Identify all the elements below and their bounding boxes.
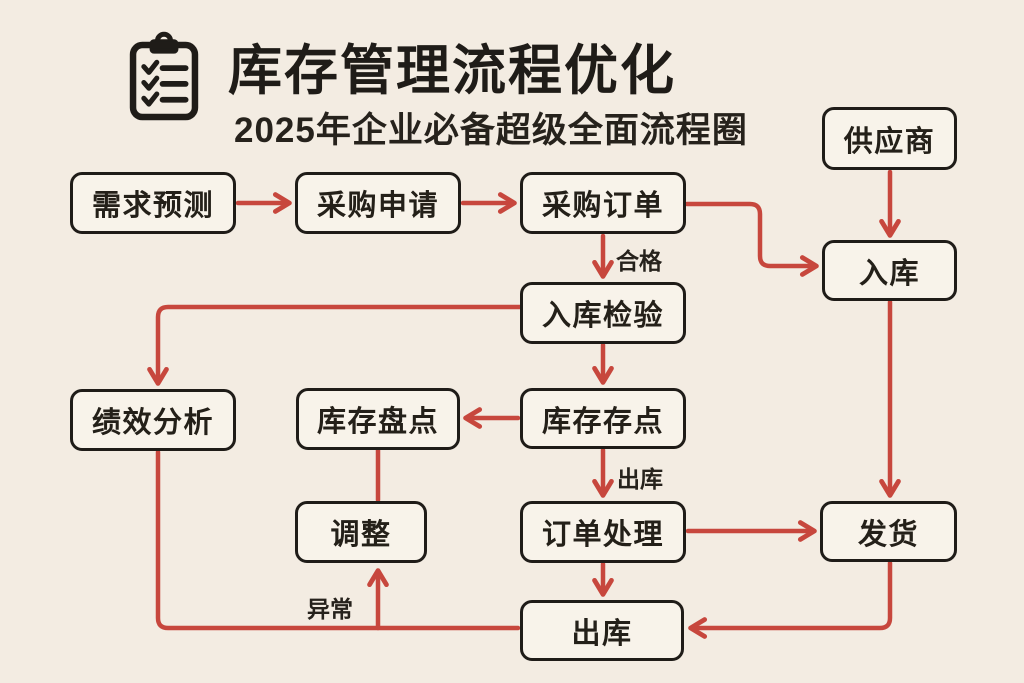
node-adjustment: 调整 (295, 501, 427, 563)
node-label: 库存盘点 (316, 406, 439, 438)
node-stock-count: 库存盘点 (296, 388, 460, 450)
node-label: 入库 (858, 257, 920, 290)
edge-shipping-to-outbound (688, 560, 893, 639)
node-demand-forecast: 需求预测 (70, 172, 236, 234)
node-label: 调整 (330, 519, 392, 551)
node-label: 库存存点 (541, 405, 664, 438)
node-order-processing: 订单处理 (520, 501, 686, 563)
node-supplier: 供应商 (822, 107, 957, 170)
node-stock-storage: 库存存点 (520, 388, 686, 449)
node-label: 订单处理 (541, 519, 664, 551)
node-label: 入库检验 (541, 300, 664, 332)
edge-label-outbound: 出库 (617, 466, 663, 492)
node-inbound: 入库 (822, 240, 957, 301)
node-label: 采购订单 (541, 190, 664, 222)
node-outbound: 出库 (520, 600, 684, 661)
edge-label-exception: 异常 (307, 596, 353, 622)
node-label: 出库 (571, 617, 633, 650)
page-title: 库存管理流程优化 (228, 41, 676, 101)
edge-label-qualified: 合格 (616, 248, 662, 274)
edge-inspection-to-performance (147, 304, 523, 386)
edge-order-to-inbound (684, 201, 819, 277)
edge-outbound-to-performance-loop (155, 449, 521, 631)
node-label: 发货 (857, 518, 919, 551)
node-label: 需求预测 (91, 190, 214, 222)
node-label: 供应商 (843, 125, 936, 158)
node-inbound-inspection: 入库检验 (520, 282, 686, 344)
node-label: 采购申请 (316, 190, 439, 222)
node-purchase-order: 采购订单 (520, 172, 686, 234)
node-label: 绩效分析 (91, 407, 214, 439)
page-subtitle: 2025年企业必备超级全面流程圈 (234, 111, 748, 150)
node-performance-analysis: 绩效分析 (70, 389, 236, 451)
node-purchase-request: 采购申请 (295, 172, 461, 234)
node-shipping: 发货 (820, 501, 957, 562)
clipboard-checklist-icon (129, 31, 199, 121)
